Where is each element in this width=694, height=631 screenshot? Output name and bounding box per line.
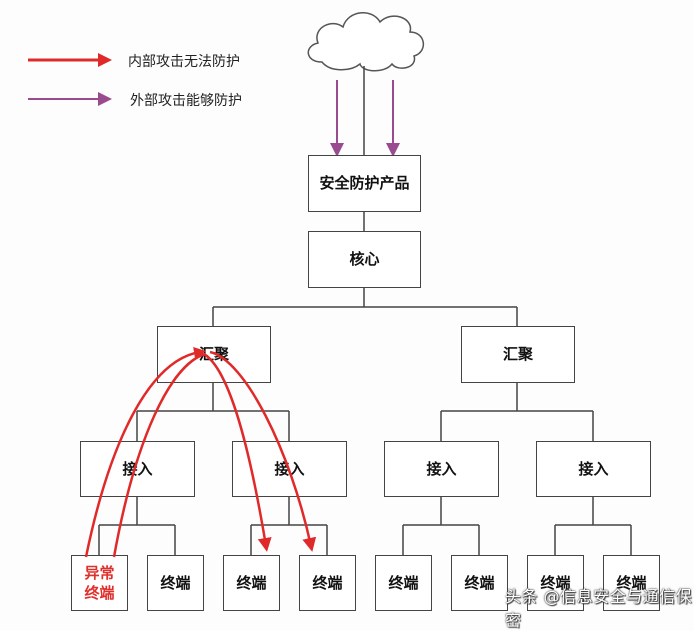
cloud-icon [307,12,424,72]
terminal-label: 终端 [312,573,343,592]
terminal-label: 终端 [616,573,647,592]
terminal-node[interactable]: 终端 [527,555,584,611]
terminal-label: 终端 [236,573,267,592]
access-label: 接入 [274,459,305,478]
access-label: 接入 [426,459,457,478]
core-node[interactable]: 核心 [308,231,421,288]
terminal-node[interactable]: 终端 [299,555,356,611]
terminal-label: 终端 [160,573,191,592]
terminal-node[interactable]: 终端 [147,555,204,611]
terminal-label: 终端 [464,573,495,592]
access-node-3[interactable]: 接入 [384,441,499,497]
terminal-node[interactable]: 终端 [223,555,280,611]
access-label: 接入 [578,459,609,478]
watermark: 头条 @信息安全与通信保密 [505,587,693,630]
security-product-node[interactable]: 安全防护产品 [308,155,421,212]
terminal-node-abnormal[interactable]: 异常 终端 [71,555,128,611]
legend-external-label: 外部攻击能够防护 [130,93,242,109]
link-aggregation-right-access [440,383,593,441]
aggregation-label: 汇聚 [502,345,533,364]
aggregation-label: 汇聚 [198,345,229,364]
link-access-terminals-4 [554,497,632,555]
core-label: 核心 [349,250,380,269]
link-core-aggregation [212,288,518,326]
access-node-2[interactable]: 接入 [232,441,347,497]
security-product-label: 安全防护产品 [319,174,410,193]
aggregation-node-right[interactable]: 汇聚 [461,326,575,383]
access-node-1[interactable]: 接入 [80,441,195,497]
terminal-label: 终端 [540,573,571,592]
terminal-node[interactable]: 终端 [603,555,660,611]
terminal-node[interactable]: 终端 [375,555,432,611]
access-node-4[interactable]: 接入 [536,441,651,497]
aggregation-node-left[interactable]: 汇聚 [157,326,271,383]
link-access-terminals-2 [250,497,328,555]
link-access-terminals-3 [402,497,480,555]
link-aggregation-left-access [136,383,290,441]
terminal-node[interactable]: 终端 [451,555,508,611]
access-label: 接入 [122,459,153,478]
link-access-terminals-1 [98,497,176,555]
legend-internal-label: 内部攻击无法防护 [128,54,240,70]
abnormal-terminal-label: 异常 终端 [84,563,115,602]
terminal-label: 终端 [388,573,419,592]
